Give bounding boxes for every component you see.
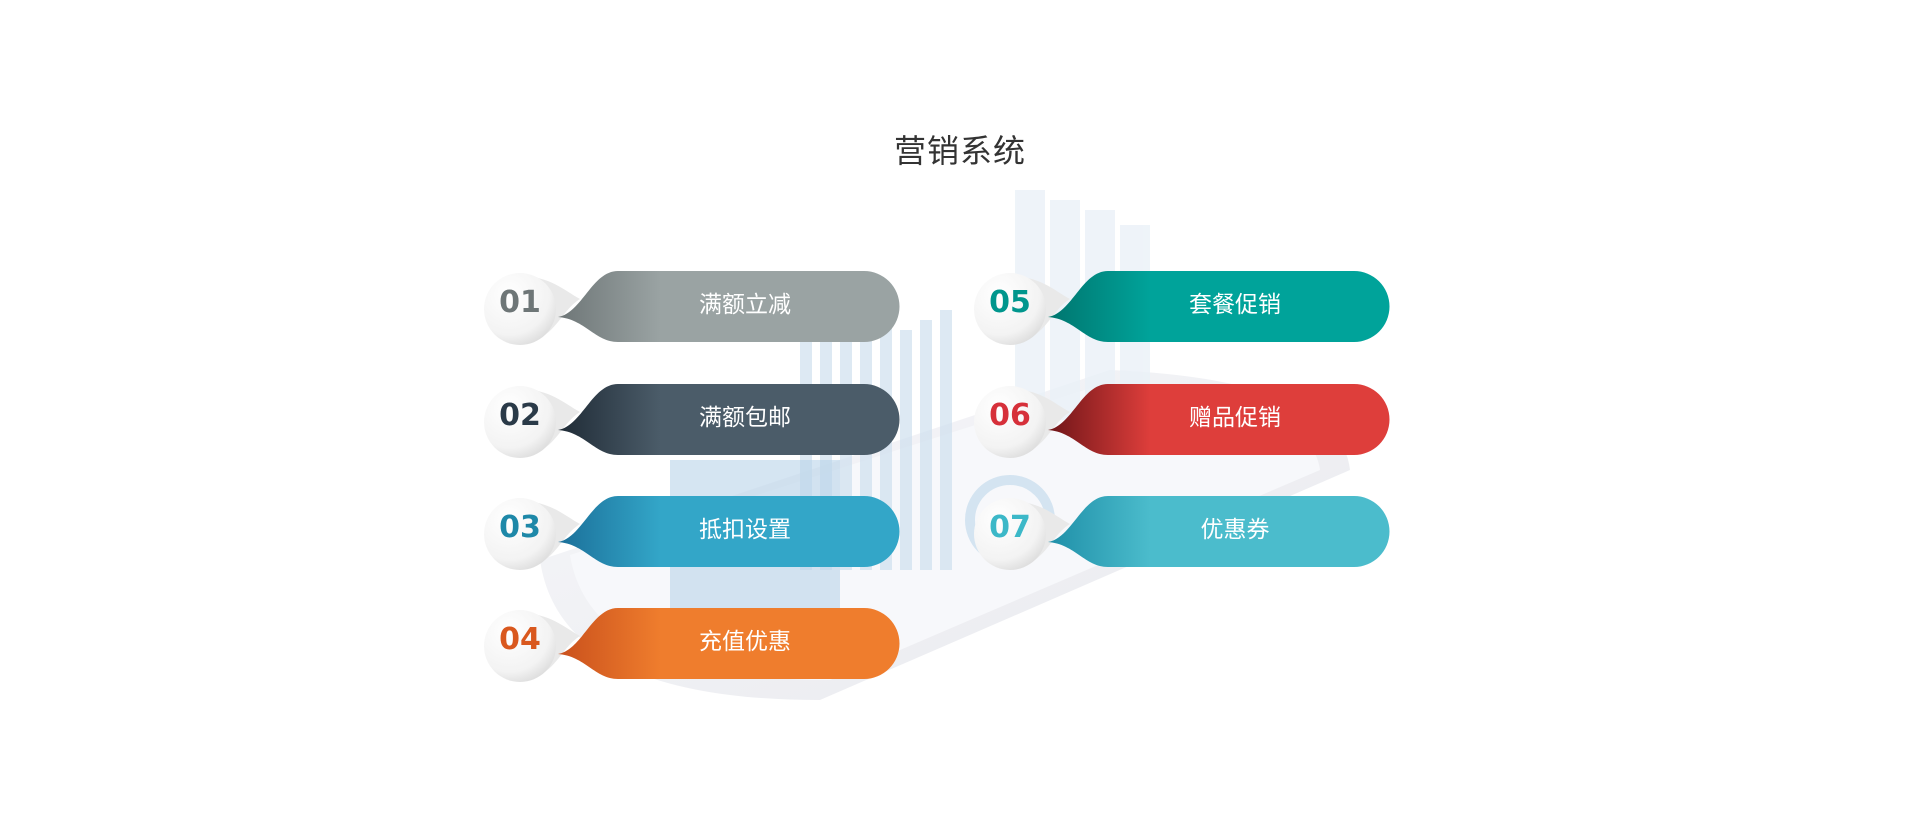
feature-label: 充值优惠 xyxy=(699,629,791,655)
feature-number: 05 xyxy=(989,285,1031,320)
feature-badge-shape xyxy=(974,496,1390,570)
feature-item-04[interactable]: 04 充值优惠 xyxy=(480,588,920,708)
feature-item-03[interactable]: 03 抵扣设置 xyxy=(480,476,920,596)
feature-item-06[interactable]: 06 赠品促销 xyxy=(970,364,1410,484)
feature-label: 赠品促销 xyxy=(1189,405,1281,431)
feature-number: 04 xyxy=(499,622,541,657)
feature-number: 02 xyxy=(499,398,541,433)
page-title: 营销系统 xyxy=(893,132,1026,170)
feature-number: 06 xyxy=(989,398,1031,433)
feature-number: 03 xyxy=(499,510,541,545)
feature-item-05[interactable]: 05 套餐促销 xyxy=(970,251,1410,371)
feature-number: 07 xyxy=(989,510,1031,545)
feature-badge-shape xyxy=(974,384,1390,458)
feature-label: 优惠券 xyxy=(1200,517,1270,543)
feature-label: 满额立减 xyxy=(699,292,791,318)
feature-label: 满额包邮 xyxy=(699,405,791,431)
feature-item-02[interactable]: 02 满额包邮 xyxy=(480,364,920,484)
feature-badge-shape xyxy=(484,271,900,345)
feature-badge-shape xyxy=(484,384,900,458)
feature-label: 抵扣设置 xyxy=(699,517,791,543)
feature-item-07[interactable]: 07 优惠券 xyxy=(970,476,1410,596)
feature-badge-shape xyxy=(974,271,1390,345)
feature-number: 01 xyxy=(499,285,541,320)
feature-badge-shape xyxy=(484,496,900,570)
feature-label: 套餐促销 xyxy=(1189,292,1281,318)
feature-item-01[interactable]: 01 满额立减 xyxy=(480,251,920,371)
feature-badge-shape xyxy=(484,608,900,682)
